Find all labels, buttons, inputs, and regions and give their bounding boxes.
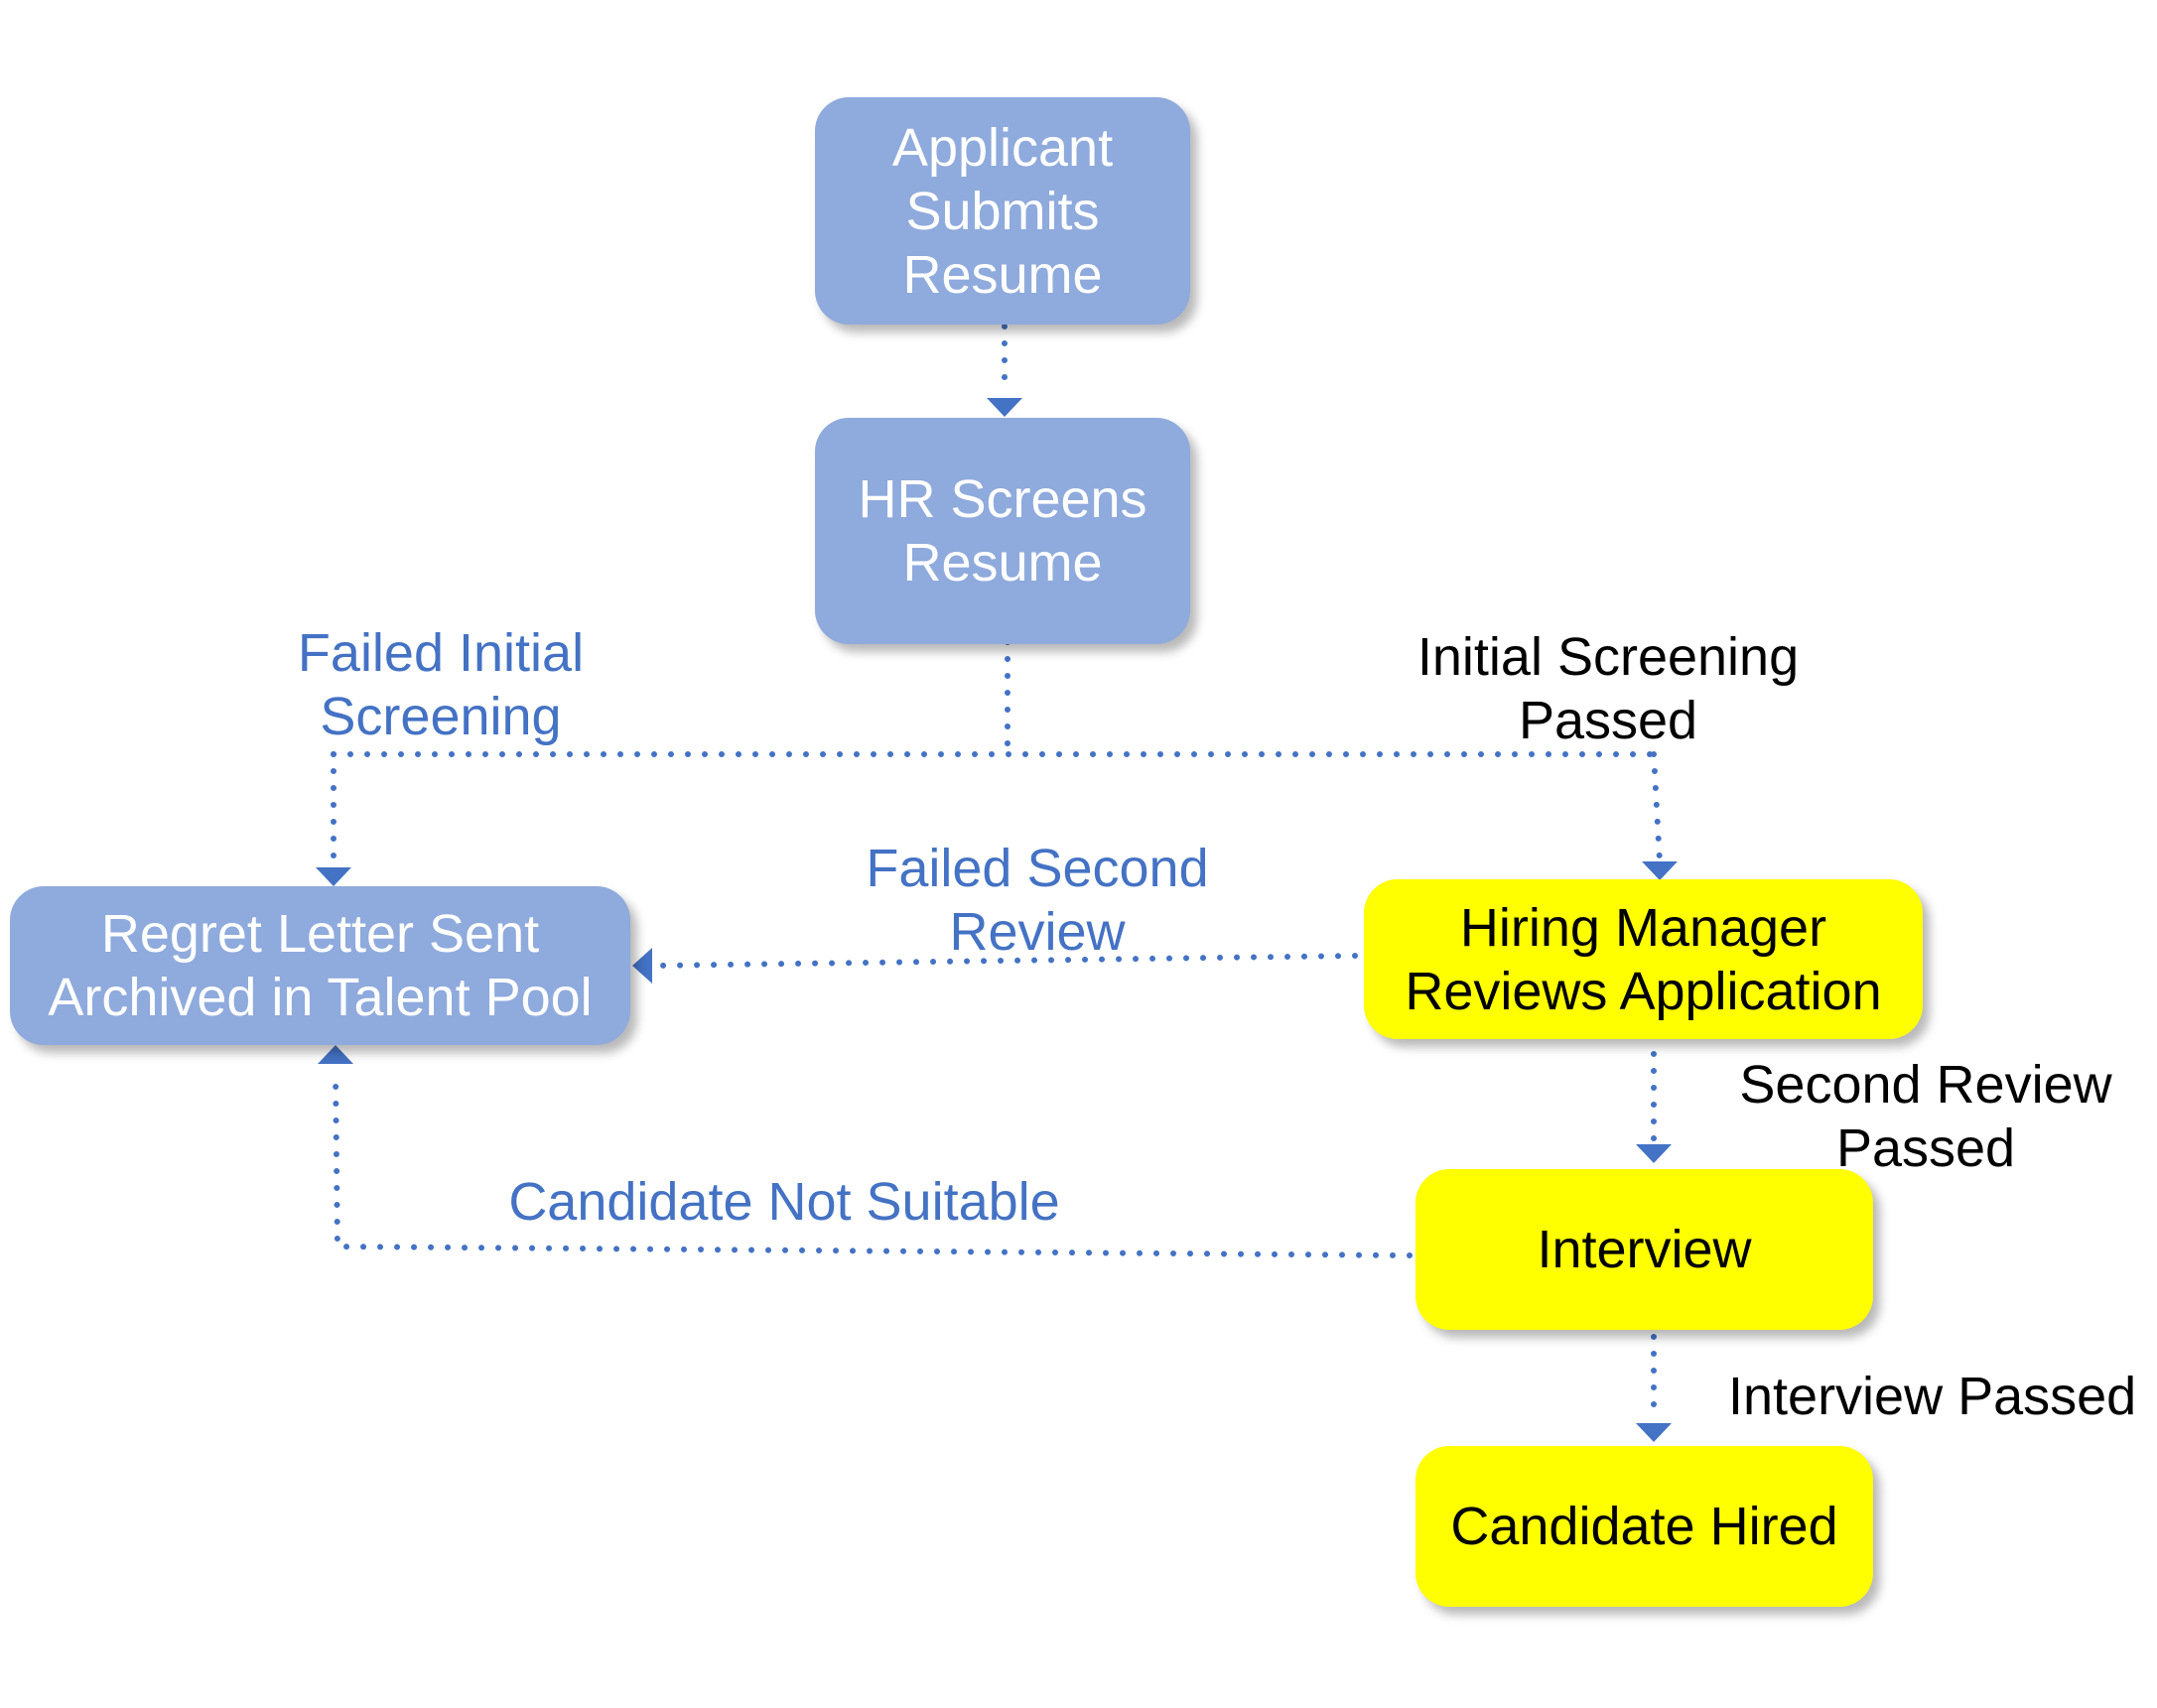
- node-applicant-submits-resume: Applicant Submits Resume: [815, 97, 1190, 325]
- node-hr-screens-resume: HR Screens Resume: [815, 418, 1190, 644]
- arrowhead-to-regret-top: [316, 867, 351, 886]
- node-candidate-hired: Candidate Hired: [1416, 1446, 1873, 1607]
- label-candidate-not-suitable: Candidate Not Suitable: [508, 1172, 1060, 1232]
- arrowhead-to-hired: [1636, 1423, 1672, 1442]
- label-failed-initial-screening: Failed Initial Screening: [297, 623, 585, 746]
- arrowhead-to-regret-bottom: [318, 1045, 353, 1064]
- label-initial-screening-passed: Initial Screening Passed: [1416, 627, 1800, 750]
- arrowhead-to-regret-side: [632, 948, 652, 984]
- node-hiring-manager-reviews: Hiring Manager Reviews Application: [1364, 879, 1923, 1039]
- connector-manager-to-regret: [649, 953, 1358, 969]
- arrowhead-to-manager: [1642, 861, 1678, 880]
- connector-split-to-manager: [1651, 751, 1663, 864]
- node-interview: Interview: [1416, 1169, 1873, 1330]
- arrowhead-to-interview: [1636, 1144, 1672, 1163]
- label-interview-passed: Interview Passed: [1728, 1367, 2137, 1426]
- node-regret-letter-sent: Regret Letter Sent Archived in Talent Po…: [10, 886, 630, 1045]
- label-failed-second-review: Failed Second Review: [866, 839, 1209, 962]
- label-second-review-passed: Second Review Passed: [1739, 1055, 2112, 1178]
- arrowhead-to-screen: [987, 398, 1022, 417]
